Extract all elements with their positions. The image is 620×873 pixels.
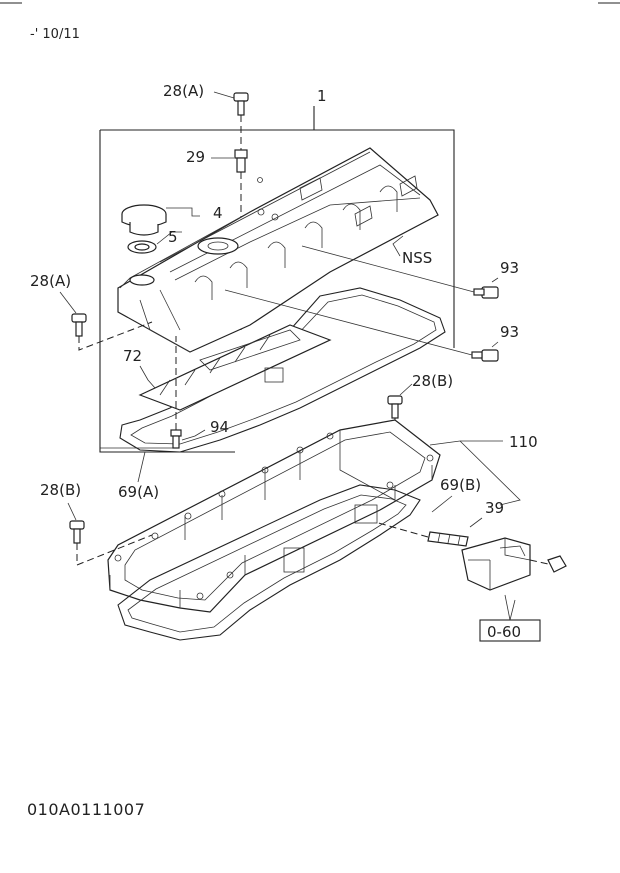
- label-93-b: 93: [500, 323, 519, 341]
- lower-housing: [107, 419, 441, 613]
- label-39: 39: [485, 499, 504, 517]
- leader-28b-left: [67, 502, 77, 521]
- stud-29: [234, 149, 248, 173]
- leader-110: [429, 440, 503, 446]
- label-29: 29: [186, 148, 205, 166]
- assembly-box-bottom: [99, 130, 235, 453]
- stud-39: [427, 531, 469, 547]
- bolt-93-a: [473, 286, 499, 299]
- baffle-plate-72: [138, 324, 332, 411]
- bolt-28a-top: [233, 92, 249, 116]
- assembly-box: [100, 129, 455, 348]
- bolt-28a-left: [71, 313, 87, 337]
- label-93-a: 93: [500, 259, 519, 277]
- label-28b-left: 28(B): [40, 481, 81, 499]
- label-28a-top: 28(A): [163, 82, 204, 100]
- axis-28a-left: [78, 321, 153, 351]
- leader-94: [181, 429, 206, 441]
- leader-4: [166, 207, 200, 217]
- bolt-93-b: [471, 349, 499, 362]
- stud-94: [170, 429, 182, 449]
- lower-gasket-inner: [127, 494, 407, 633]
- leader-28b-right: [399, 383, 413, 396]
- leader-93-b: [491, 341, 499, 348]
- leader-93-a: [491, 277, 499, 283]
- axis-93-b: [224, 289, 473, 356]
- bolt-28b-left: [69, 520, 85, 544]
- leader-69b: [431, 495, 453, 513]
- label-nss: NSS: [402, 249, 432, 267]
- leader-39: [469, 517, 483, 528]
- label-5: 5: [168, 228, 178, 246]
- lower-gasket: [117, 484, 421, 641]
- label-69a: 69(A): [118, 483, 159, 501]
- ref-box-0-60: [479, 619, 541, 642]
- revision-label: -' 10/11: [30, 27, 80, 42]
- label-28b-right: 28(B): [412, 372, 453, 390]
- oil-filler-cap-4: [121, 204, 167, 236]
- leader-5: [156, 231, 182, 245]
- bolt-28b-right: [387, 395, 403, 419]
- leader-0-60: [504, 594, 516, 621]
- leader-nss: [392, 235, 404, 257]
- axis-39: [374, 521, 429, 538]
- label-1: 1: [317, 87, 327, 105]
- diagram-code: 010A0111007: [27, 800, 145, 819]
- label-0-60: 0-60: [487, 623, 521, 641]
- axis-93-a: [301, 245, 475, 293]
- leader-28a-left: [59, 291, 77, 314]
- label-94: 94: [210, 418, 229, 436]
- axis-28b-left: [76, 534, 153, 566]
- sensor-assembly: [461, 537, 567, 591]
- bracket-110: [459, 440, 521, 506]
- seal-ring-5: [127, 240, 157, 254]
- label-4: 4: [213, 204, 223, 222]
- label-28a-left: 28(A): [30, 272, 71, 290]
- leader-28a-top: [213, 91, 235, 99]
- label-110: 110: [509, 433, 538, 451]
- leader-69a: [137, 451, 146, 483]
- leader-72: [139, 365, 156, 389]
- cylinder-head-cover: [117, 147, 439, 353]
- label-69b: 69(B): [440, 476, 481, 494]
- label-72: 72: [123, 347, 142, 365]
